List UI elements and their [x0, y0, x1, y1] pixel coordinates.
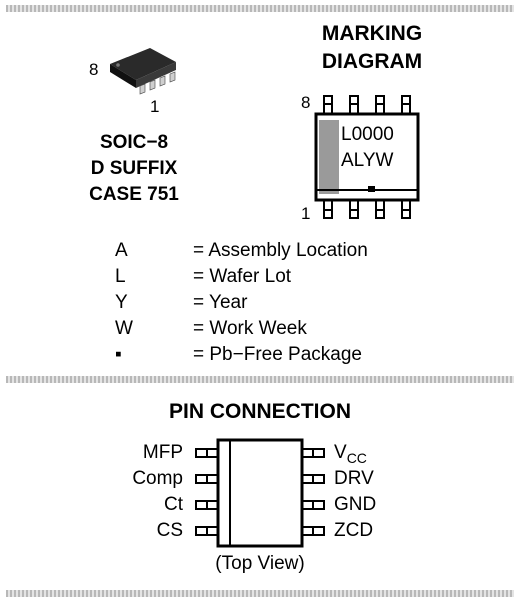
pin-label-ct: Ct	[164, 494, 183, 515]
legend-desc: = Work Week	[193, 318, 307, 339]
pin-label-mfp: MFP	[142, 442, 183, 463]
legend-key: A	[115, 240, 128, 261]
legend-key: W	[115, 318, 133, 339]
package-suffix: D SUFFIX	[90, 158, 178, 179]
package-case: CASE 751	[89, 184, 179, 205]
pin-connection-chip	[195, 438, 325, 548]
pin-label-vcc: VCC	[334, 441, 367, 470]
pin-label-comp: Comp	[132, 468, 183, 489]
legend-desc: = Assembly Location	[193, 240, 368, 261]
legend-desc: = Pb−Free Package	[193, 344, 362, 365]
legend-key: L	[115, 266, 126, 287]
marking-line1: L0000	[341, 124, 394, 145]
marking-title-line1: MARKING	[321, 22, 423, 45]
legend-desc: = Wafer Lot	[193, 266, 292, 287]
pin-label-cs: CS	[156, 520, 183, 541]
marking-line2: ALYW	[341, 150, 394, 171]
bottom-separator	[6, 590, 514, 597]
legend-desc: = Year	[193, 292, 248, 313]
package-pin8-label: 8	[89, 60, 99, 79]
marking-pin1-label: 1	[301, 204, 311, 223]
package-name: SOIC−8	[99, 132, 169, 153]
legend-key: ▪	[115, 344, 122, 365]
pin-label-vcc-sub: CC	[346, 449, 367, 466]
middle-separator	[6, 376, 514, 383]
marking-pin8-label: 8	[301, 93, 311, 112]
pin-label-gnd: GND	[334, 494, 377, 515]
marking-chip-outline	[314, 95, 420, 219]
pin-label-vcc-main: V	[334, 442, 347, 463]
marking-title-line2: DIAGRAM	[321, 50, 423, 73]
package-pin1-label: 1	[150, 97, 160, 116]
pin-connection-title: PIN CONNECTION	[168, 400, 351, 423]
legend-key: Y	[115, 292, 128, 313]
top-view-label: (Top View)	[215, 553, 305, 574]
pin-label-drv: DRV	[334, 468, 374, 489]
soic8-package-icon	[110, 48, 176, 95]
pin-label-zcd: ZCD	[334, 520, 374, 541]
top-separator	[6, 5, 514, 12]
